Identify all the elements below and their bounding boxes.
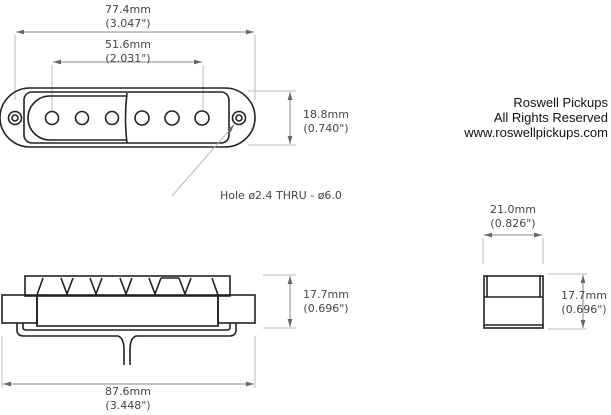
side-width-dimension: 87.6mm (3.448") [1,336,256,412]
end-height-dimension: 17.7mm (0.696") [548,273,607,330]
top-width-dimension: 77.4mm (3.047") [14,3,256,100]
side-width-in: (3.448") [105,399,150,412]
company-website: www.roswellpickups.com [463,125,608,140]
top-height-mm: 18.8mm [303,108,349,121]
top-height-in: (0.740") [303,122,348,135]
end-height-in: (0.696") [561,303,606,316]
side-height-mm: 17.7mm [303,288,349,301]
pole-spacing-in: (2.031") [105,52,150,65]
hole-note: Hole ø2.4 THRU - ø6.0 [220,189,342,202]
end-width-in: (0.826") [490,217,535,230]
pole-spacing-mm: 51.6mm [105,38,151,51]
company-name: Roswell Pickups [513,95,608,110]
pole-spacing-dimension: 51.6mm (2.031") [51,38,204,110]
end-width-dimension: 21.0mm (0.826") [482,203,544,264]
top-height-dimension: 18.8mm (0.740") [248,90,349,146]
pickup-end-view [483,275,544,329]
top-width-in: (3.047") [105,17,150,30]
top-width-mm: 77.4mm [105,3,151,16]
end-width-mm: 21.0mm [490,203,536,216]
pickup-side-view [1,275,256,365]
side-height-dimension: 17.7mm (0.696") [263,274,349,329]
side-width-mm: 87.6mm [105,385,151,398]
company-rights: All Rights Reserved [494,110,608,125]
side-height-in: (0.696") [303,302,348,315]
end-height-mm: 17.7mm [561,289,607,302]
company-info: Roswell Pickups All Rights Reserved www.… [463,95,608,140]
pickup-top-view [0,87,256,148]
hole-callout: Hole ø2.4 THRU - ø6.0 [171,124,342,202]
